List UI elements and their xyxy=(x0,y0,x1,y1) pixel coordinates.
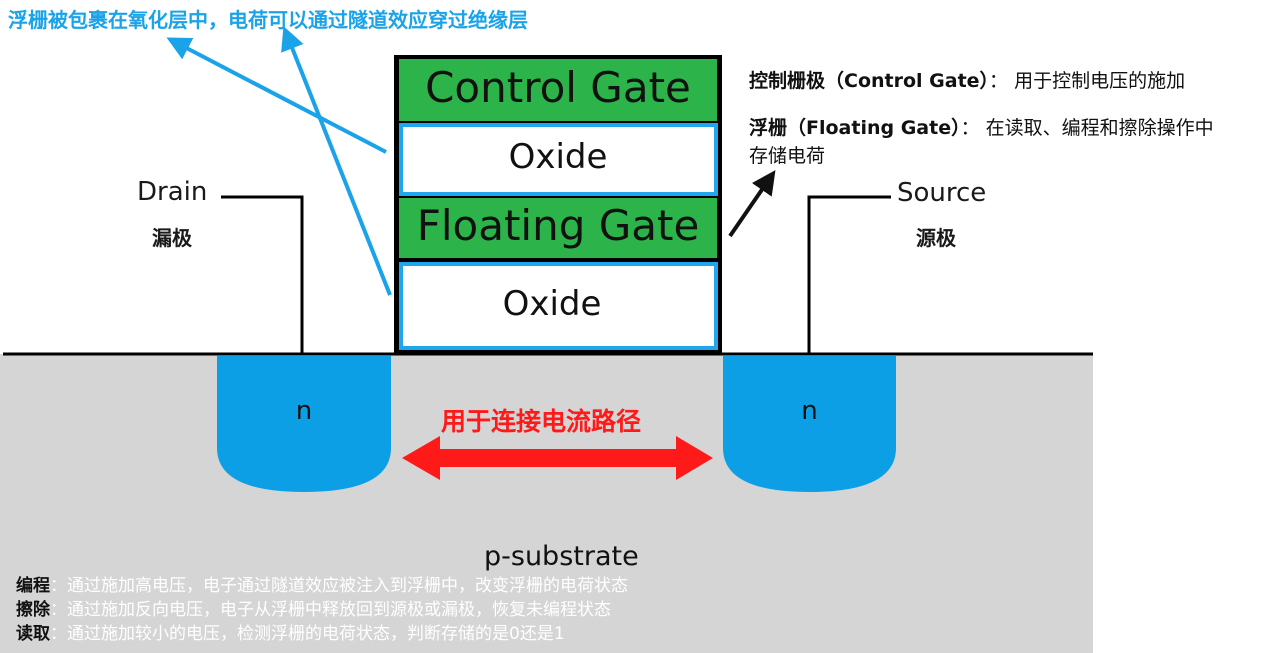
black-arrow xyxy=(728,170,776,238)
note-erase-label: 擦除 xyxy=(16,600,50,620)
floating-gate-annotation-line2: 存储电荷 xyxy=(749,145,826,167)
red-double-arrow xyxy=(402,436,713,480)
floating-gate-label: Floating Gate xyxy=(416,201,700,250)
diagram-title: 浮栅被包裹在氧化层中，电荷可以通过隧道效应穿过绝缘层 xyxy=(8,8,528,32)
oxide-top-layer xyxy=(399,123,718,196)
note-erase: 擦除：通过施加反向电压，电子从浮栅中释放回到源极或漏极，恢复未编程状态 xyxy=(16,598,628,622)
floating-gate-annotation-desc1: 在读取、编程和擦除操作中 xyxy=(985,117,1214,139)
source-wire xyxy=(807,195,891,354)
note-erase-sep: ： xyxy=(50,600,67,620)
drain-cn-label: 漏极 xyxy=(152,226,192,250)
floating-gate-annotation: 浮栅（Floating Gate）： 在读取、编程和擦除操作中 xyxy=(749,113,1214,140)
drain-wire xyxy=(221,195,304,354)
control-gate-annotation: 控制栅极（Control Gate）： 用于控制电压的施加 xyxy=(749,66,1185,93)
note-erase-text: 通过施加反向电压，电子从浮栅中释放回到源极或漏极，恢复未编程状态 xyxy=(67,600,611,620)
n-region-left xyxy=(217,356,391,492)
floating-gate-annotation-title: 浮栅（Floating Gate） xyxy=(749,117,961,139)
channel-label: 用于连接电流路径 xyxy=(441,407,642,436)
note-read: 读取：通过施加较小的电压，检测浮栅的电荷状态，判断存储的是0还是1 xyxy=(16,622,628,646)
drain-label: Drain xyxy=(137,177,208,207)
note-program-text: 通过施加高电压，电子通过隧道效应被注入到浮栅中，改变浮栅的电荷状态 xyxy=(67,576,628,596)
source-cn-label: 源极 xyxy=(916,226,956,250)
control-gate-annotation-title: 控制栅极（Control Gate） xyxy=(749,70,990,92)
note-program-label: 编程 xyxy=(16,576,50,596)
note-read-label: 读取 xyxy=(16,624,50,644)
floating-gate-layer xyxy=(399,198,717,258)
note-program-sep: ： xyxy=(50,576,67,596)
control-gate-annotation-desc: 用于控制电压的施加 xyxy=(1014,70,1186,92)
blue-arrow-lower xyxy=(281,26,392,296)
blue-arrow-upper xyxy=(166,37,387,154)
floating-gate-annotation-sep: ： xyxy=(960,117,980,139)
p-substrate-region xyxy=(0,354,1093,653)
control-gate-label: Control Gate xyxy=(425,63,691,112)
note-read-sep: ： xyxy=(50,624,67,644)
n-right-label: n xyxy=(801,396,818,426)
control-gate-layer xyxy=(399,59,717,121)
oxide-top-label: Oxide xyxy=(508,137,608,177)
substrate-label: p-substrate xyxy=(484,541,639,572)
source-label: Source xyxy=(897,178,987,208)
n-region-right xyxy=(723,356,896,492)
operation-notes: 编程：通过施加高电压，电子通过隧道效应被注入到浮栅中，改变浮栅的电荷状态 擦除：… xyxy=(16,574,628,646)
note-program: 编程：通过施加高电压，电子通过隧道效应被注入到浮栅中，改变浮栅的电荷状态 xyxy=(16,574,628,598)
note-read-text: 通过施加较小的电压，检测浮栅的电荷状态，判断存储的是0还是1 xyxy=(67,624,565,644)
n-left-label: n xyxy=(295,396,313,426)
control-gate-annotation-sep: ： xyxy=(989,70,1009,92)
oxide-bottom-layer xyxy=(399,262,718,350)
oxide-bottom-label: Oxide xyxy=(502,284,602,324)
